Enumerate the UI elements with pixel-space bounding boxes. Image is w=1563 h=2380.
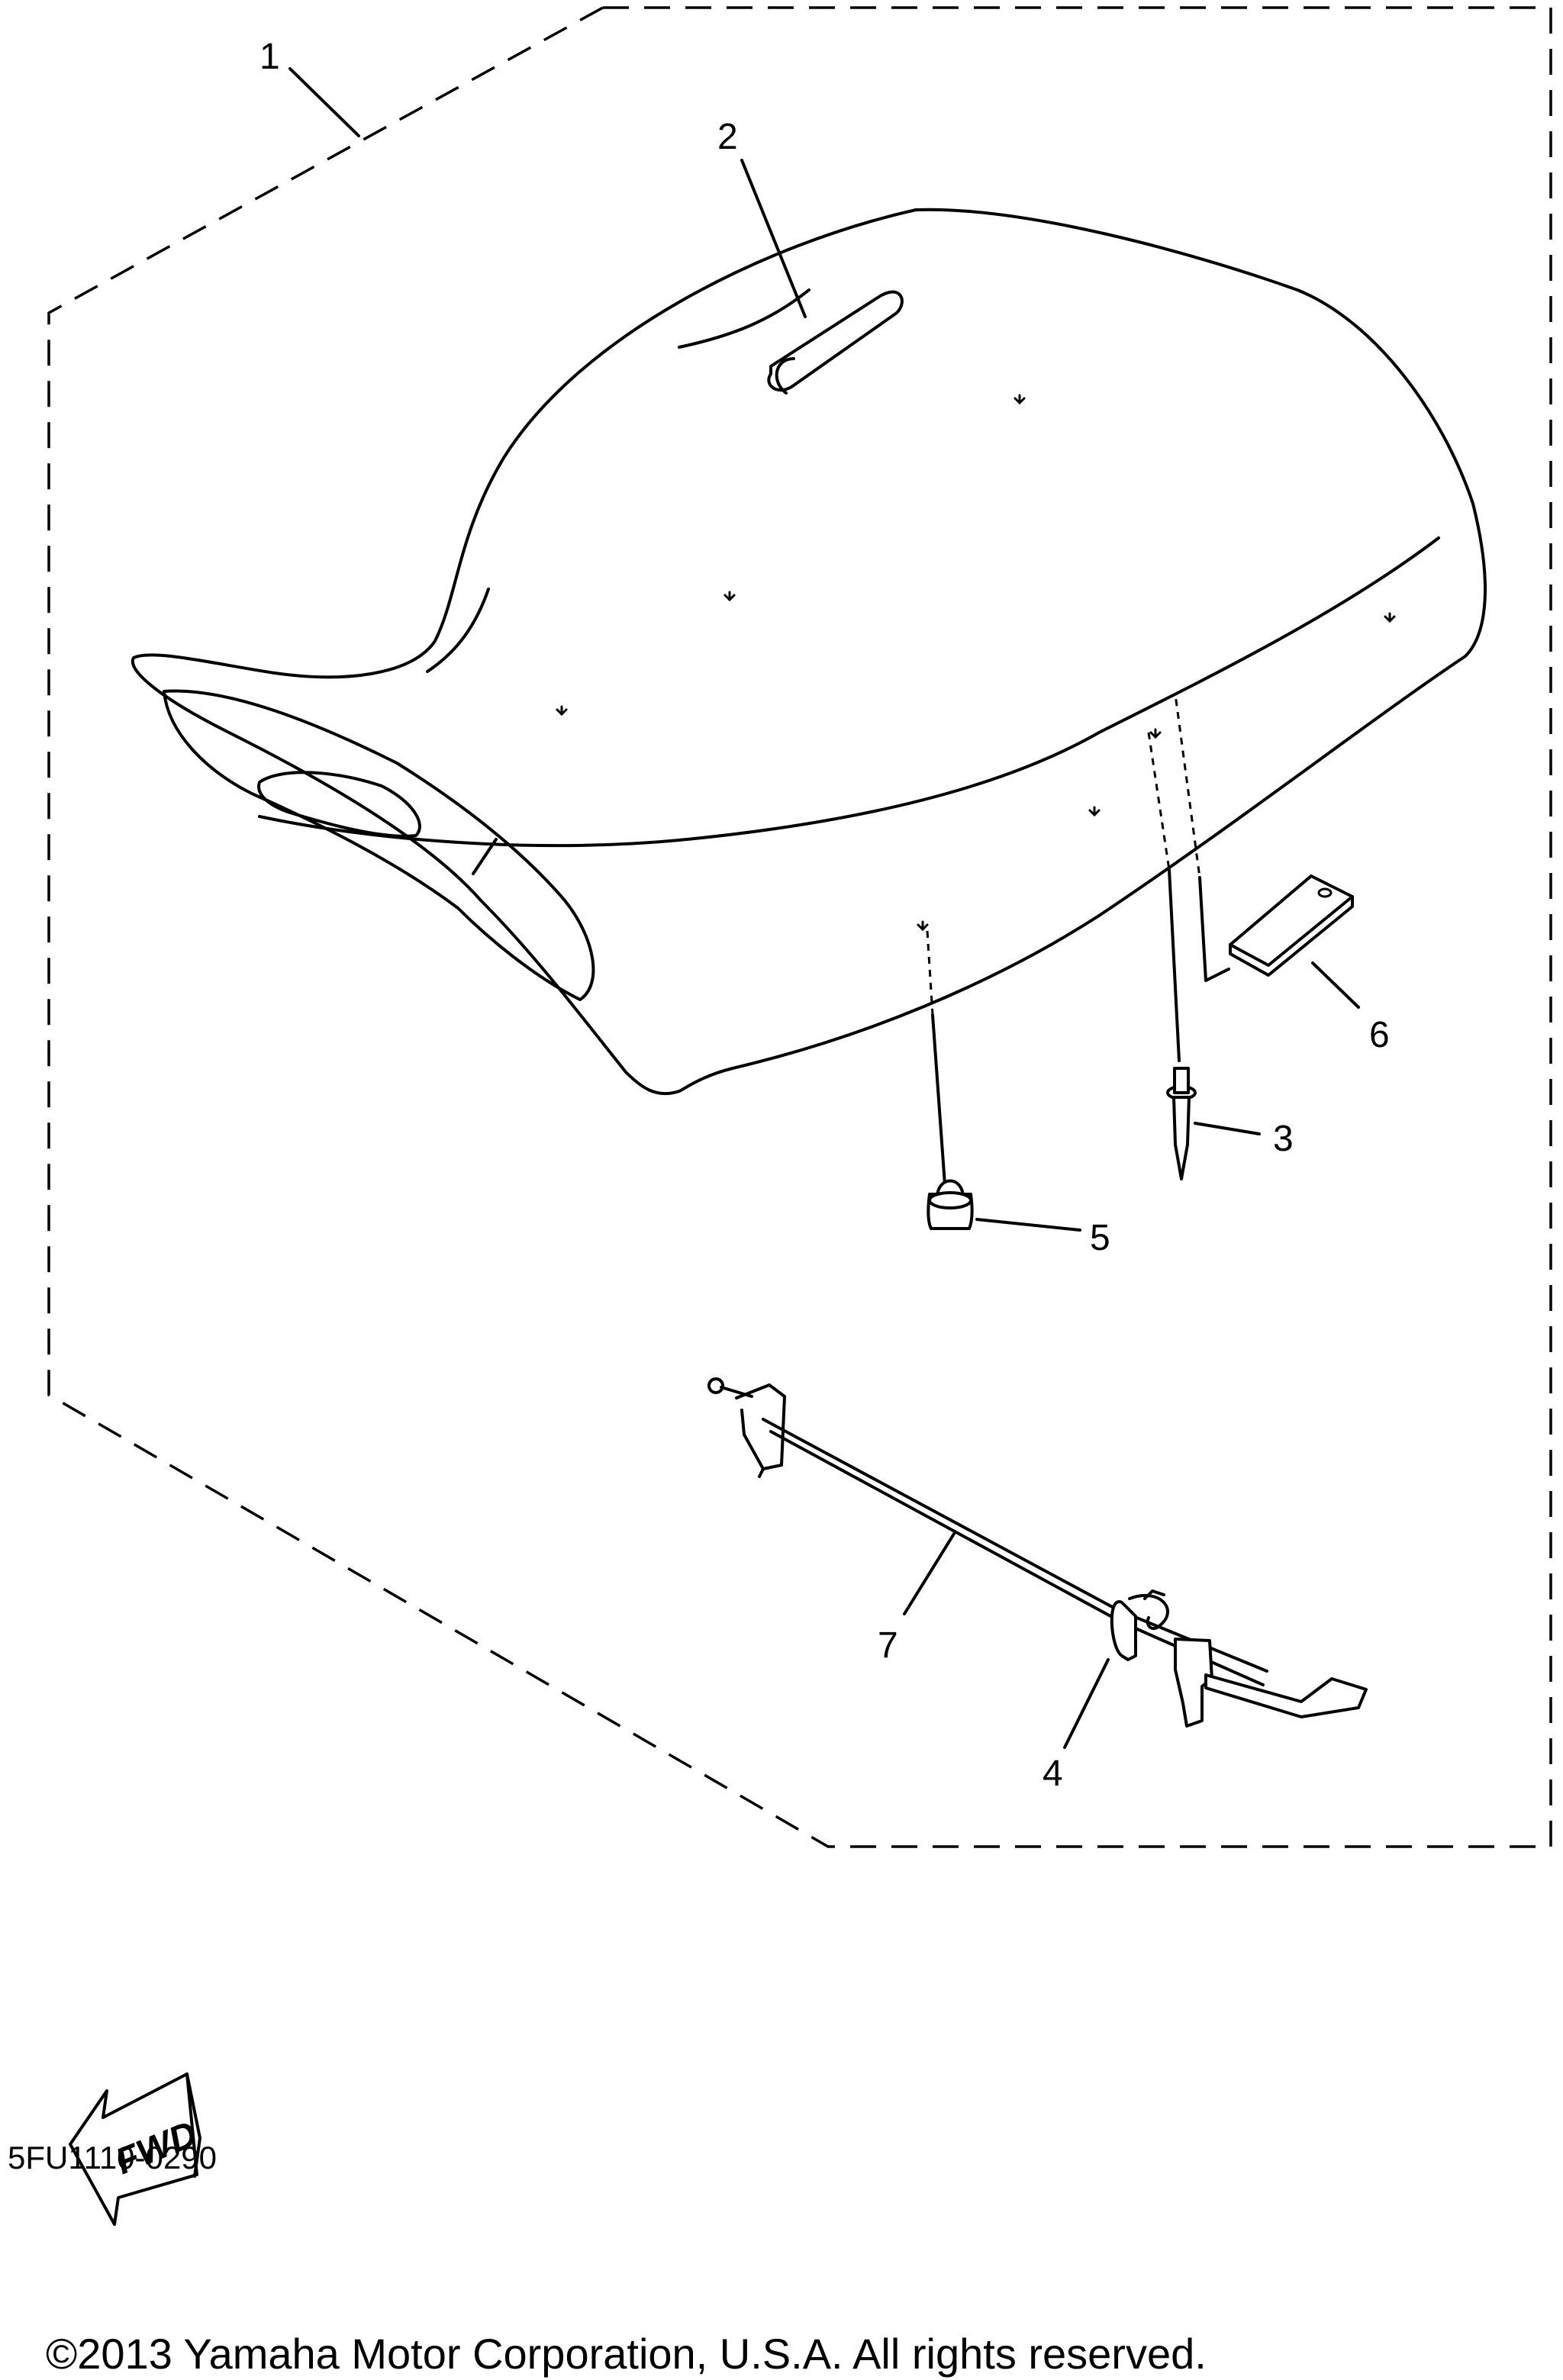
assembly-boundary: [47, 6, 1552, 1848]
leader-4: [1063, 1658, 1110, 1749]
seat-crease-side: [426, 588, 490, 673]
seat-body: [131, 208, 1487, 1096]
leader-3-text: [1194, 1122, 1261, 1135]
leader-7: [903, 1532, 956, 1615]
seat-crease-mark: [472, 838, 498, 875]
callout-5: 5: [1090, 1218, 1110, 1258]
seat-front-notch: [257, 771, 421, 838]
strap-part-2: [767, 290, 904, 392]
seat-crease-rear: [678, 288, 811, 349]
hidden-line-damper: [926, 930, 934, 1016]
plate-hole: [1317, 887, 1333, 898]
copyright-notice: ©2013 Yamaha Motor Corporation, U.S.A. A…: [46, 2330, 1207, 2378]
rivet-part-3: [1166, 1067, 1197, 1180]
callout-2: 2: [717, 117, 738, 157]
leader-1: [288, 67, 360, 137]
seat-crease-top: [258, 536, 1440, 848]
leader-rivet-3: [1168, 868, 1181, 1062]
fwd-arrow-icon: FWD: [69, 2072, 202, 2226]
leader-damper-5: [931, 1013, 948, 1207]
leader-5-text: [975, 1218, 1081, 1232]
callout-7: 7: [878, 1625, 898, 1666]
strap-curl: [775, 357, 795, 395]
plate-part-6-edge: [1229, 895, 1354, 977]
leader-6: [1311, 961, 1360, 1009]
lock-bracket: [1174, 1638, 1368, 1728]
leader-2: [740, 159, 807, 318]
mounting-holes: [556, 394, 1396, 932]
callout-4: 4: [1043, 1754, 1063, 1794]
hidden-line-plate: [1144, 692, 1201, 878]
diagram-code: 5FU1110-0290: [8, 2140, 217, 2175]
hidden-line-rivet: [1147, 732, 1171, 871]
callout-6: 6: [1369, 1015, 1390, 1055]
damper-part-5: [927, 1179, 974, 1230]
clip-part-4: [1110, 1589, 1169, 1661]
callout-1: 1: [259, 37, 280, 77]
callout-3: 3: [1273, 1119, 1294, 1159]
leader-plate-6: [1198, 876, 1230, 982]
